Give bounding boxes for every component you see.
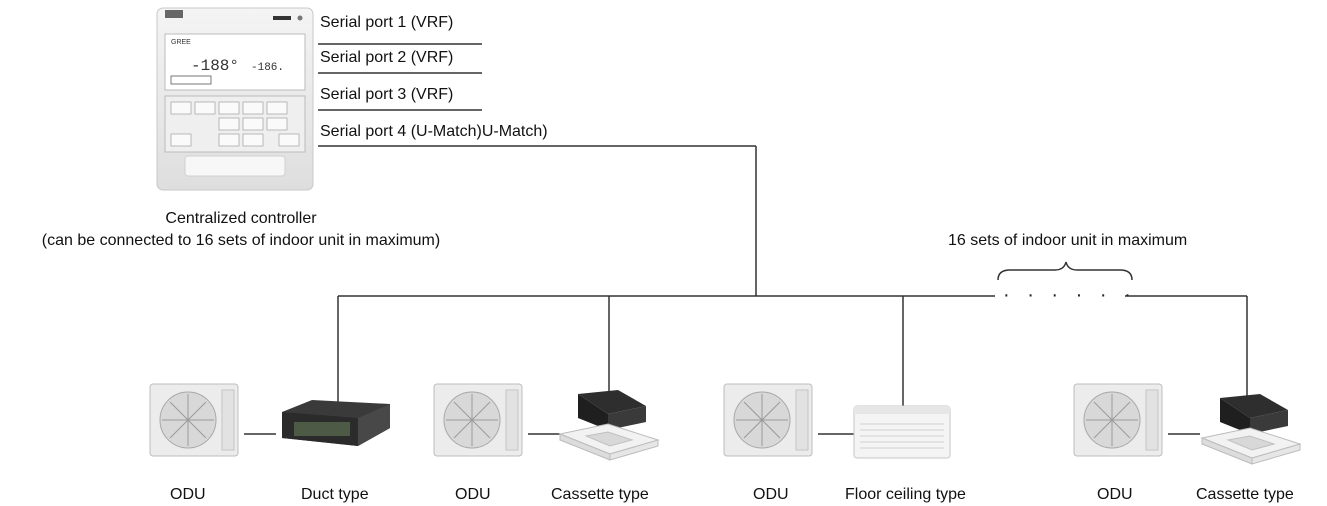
indoor-label-1: Duct type [301, 486, 369, 503]
controller-icon: GREE -188° -186. [156, 7, 314, 191]
svg-text:-186.: -186. [251, 62, 284, 74]
cassette-unit-icon [1200, 394, 1302, 465]
floor-ceiling-unit-icon [853, 405, 951, 459]
outdoor-unit-icon [723, 383, 813, 457]
indoor-unit-3 [852, 402, 956, 464]
odu-label-2: ODU [455, 486, 491, 503]
centralized-controller: GREE -188° -186. [155, 6, 315, 192]
odu-unit-2 [432, 380, 528, 460]
ellipsis: · · · · · · [1003, 284, 1137, 306]
odu-unit-3 [722, 380, 818, 460]
odu-label-3: ODU [753, 486, 789, 503]
odu-label-1: ODU [170, 486, 206, 503]
indoor-unit-1 [272, 398, 392, 464]
outdoor-unit-icon [149, 383, 239, 457]
duct-unit-icon [282, 400, 390, 446]
outdoor-unit-icon [433, 383, 523, 457]
controller-caption-line2: (can be connected to 16 sets of indoor u… [41, 232, 441, 249]
indoor-label-3: Floor ceiling type [845, 486, 966, 503]
svg-text:GREE: GREE [171, 39, 191, 46]
cassette-unit-icon [558, 390, 660, 461]
indoor-unit-4 [1198, 392, 1302, 472]
max-indoor-units-note: 16 sets of indoor unit in maximum [948, 232, 1188, 249]
indoor-label-4: Cassette type [1196, 486, 1294, 503]
serial-port-3-label: Serial port 3 (VRF) [320, 86, 454, 103]
odu-label-4: ODU [1097, 486, 1133, 503]
indoor-label-2: Cassette type [551, 486, 649, 503]
svg-text:-188°: -188° [191, 57, 239, 75]
outdoor-unit-icon [1073, 383, 1163, 457]
serial-port-4-label: Serial port 4 (U-Match)U-Match) [320, 123, 548, 140]
serial-port-1-label: Serial port 1 (VRF) [320, 14, 454, 31]
serial-port-2-label: Serial port 2 (VRF) [320, 49, 454, 66]
indoor-unit-2 [556, 388, 660, 468]
odu-unit-4 [1072, 380, 1168, 460]
odu-unit-1 [148, 380, 244, 460]
controller-caption-line1: Centralized controller [165, 210, 317, 227]
